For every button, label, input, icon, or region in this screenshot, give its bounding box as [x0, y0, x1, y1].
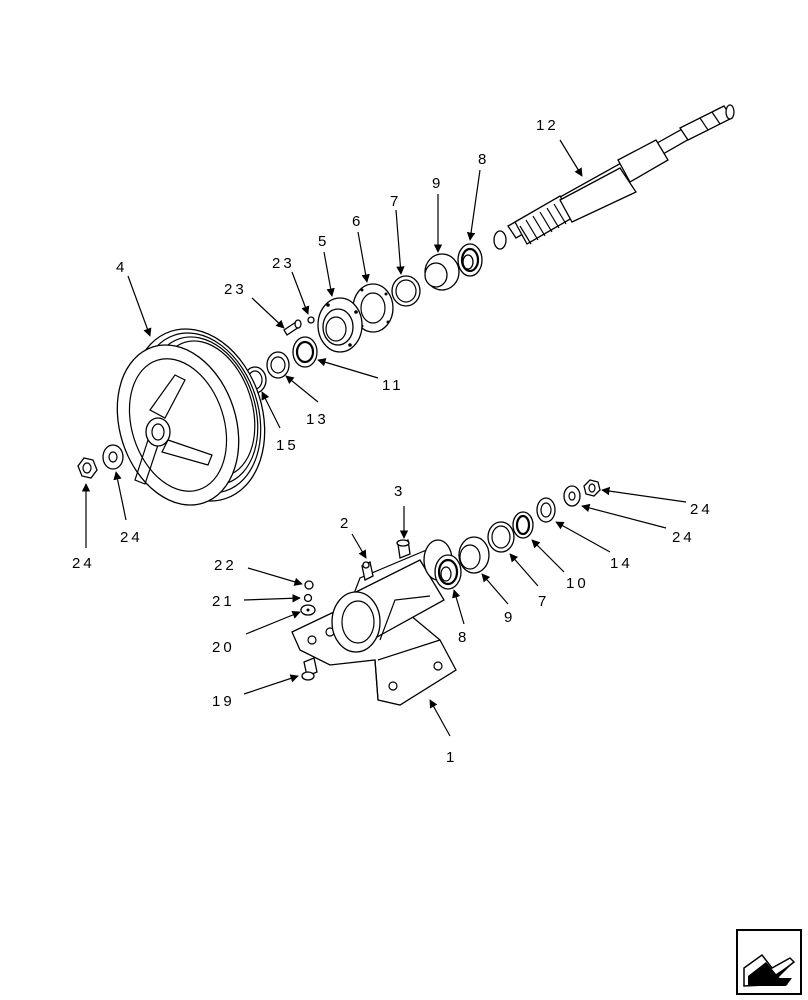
- callout-3: 3: [394, 483, 405, 500]
- bearing-cup-9-lower: [458, 536, 490, 574]
- pulley-part: [116, 328, 266, 506]
- callout-13: 13: [306, 411, 329, 428]
- callout-1: 1: [446, 749, 457, 766]
- callout-9-upper: 9: [432, 175, 443, 192]
- callout-6: 6: [352, 213, 363, 230]
- callout-2: 2: [340, 515, 351, 532]
- callout-8-upper: 8: [478, 151, 489, 168]
- callout-20: 22: [214, 557, 237, 574]
- washer-23-right: [563, 485, 581, 507]
- leader-lines: [81, 139, 687, 737]
- callout-4: 4: [116, 259, 127, 276]
- bearing-cone-8-lower: [434, 554, 462, 590]
- seal-10: [512, 511, 534, 539]
- cap-screw-21: [283, 319, 302, 336]
- washer-23-left: [102, 444, 124, 470]
- nut-24-left: [77, 457, 98, 479]
- seal-11: [292, 336, 318, 368]
- shaft-part: [493, 104, 735, 250]
- callout-11: 11: [382, 377, 404, 394]
- snap-ring-7-upper: [391, 275, 421, 307]
- bearing-cup-9-upper: [424, 253, 460, 291]
- callout-18: 20: [212, 639, 235, 656]
- grease-fitting-2: [361, 561, 374, 581]
- callout-23-left: 24: [120, 529, 143, 546]
- callout-15: 15: [276, 437, 299, 454]
- callout-12: 12: [536, 117, 559, 134]
- bearing-cone-8-upper: [457, 243, 483, 277]
- callout-17: 19: [212, 693, 235, 710]
- callout-14: 14: [610, 555, 633, 572]
- callout-24-left: 24: [72, 555, 95, 572]
- spacer-13: [266, 351, 290, 379]
- callout-7-lower: 7: [538, 593, 549, 610]
- next-page-arrow-icon[interactable]: [736, 929, 802, 995]
- callout-10: 10: [566, 575, 589, 592]
- spacer-14: [536, 497, 556, 523]
- lock-washer-22: [307, 316, 315, 324]
- nut-24-right: [583, 479, 601, 497]
- callout-21: 23: [224, 281, 247, 298]
- retainer-5: [317, 297, 363, 353]
- lock-nut-20: [304, 580, 314, 590]
- bolt-17: [301, 657, 318, 681]
- callout-22: 23: [272, 255, 295, 272]
- lock-washer-19: [303, 593, 313, 603]
- callout-19: 21: [212, 593, 235, 610]
- callout-24-right: 24: [690, 501, 713, 518]
- callout-8-lower: 8: [458, 629, 469, 646]
- callout-labels: 12 8 9 7 6 5 23 23 4 11 13 15 24 24 3 2 …: [72, 117, 713, 766]
- flat-washer-18: [300, 604, 316, 616]
- callout-9-lower: 9: [504, 609, 515, 626]
- callout-5: 5: [318, 233, 329, 250]
- callout-23-right: 24: [672, 529, 695, 546]
- bearing-housing-part: [291, 539, 457, 706]
- plug-3: [396, 539, 411, 559]
- callout-7-upper: 7: [390, 193, 401, 210]
- snap-ring-7-lower: [487, 521, 515, 553]
